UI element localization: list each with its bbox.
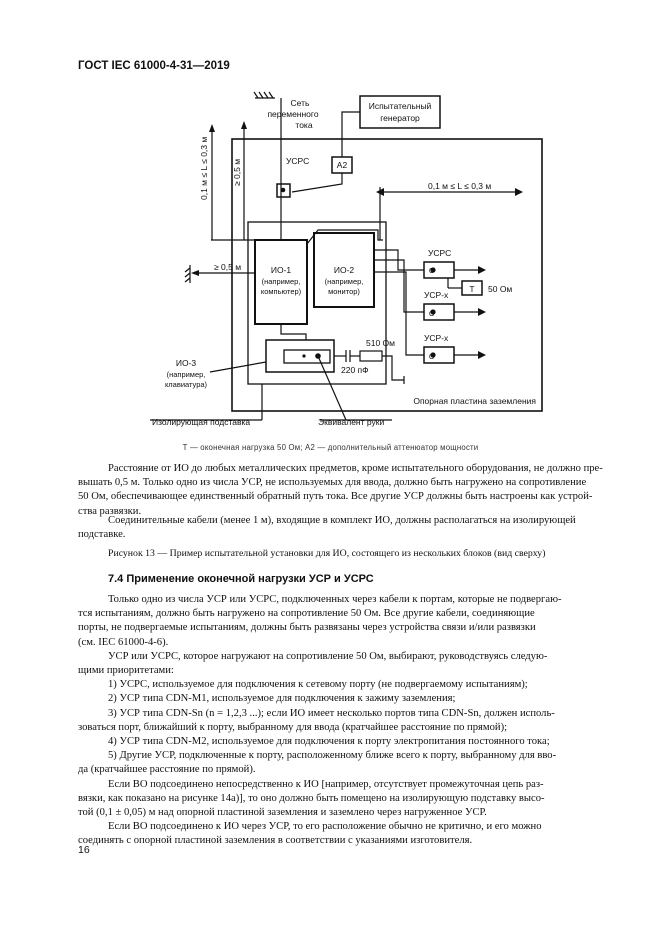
para1-line-4: ства развязки. (78, 505, 142, 517)
usr-x-label-2: УСР-х (424, 333, 449, 343)
o-label-1: O (429, 268, 435, 275)
body-line-3: порты, не подвергаемые испытаниям, должн… (78, 622, 536, 634)
eut1-label-1: ИО-1 (271, 265, 292, 275)
usr-x-label-1: УСР-х (424, 290, 449, 300)
generator-label-2: генератор (380, 113, 420, 123)
generator-label-1: Испытательный (369, 101, 432, 111)
eut2-label-2: (например, (325, 277, 364, 286)
network-label-2: переменного (267, 109, 318, 119)
capacitor-label: 220 пФ (341, 365, 369, 375)
ucrc-right-label: УСРС (428, 248, 451, 258)
o-label-3: O (429, 354, 435, 361)
body-line-16: той (0,1 ± 0,05) м над опорной пластиной… (78, 807, 487, 818)
section-title: 7.4 Применение оконечной нагрузки УСР и … (108, 573, 374, 585)
eut1-label-2: (например, (262, 277, 301, 286)
para2-line-1: Соединительные кабели (менее 1 м), входя… (108, 515, 576, 526)
o-label-2: O (429, 311, 435, 318)
para2-line-2: подставке. (78, 529, 126, 541)
body-line-12: 5) Другие УСР, подключенные к порту, рас… (108, 750, 557, 762)
body-line-10: зоваться порт, ближайший к порту, выбран… (78, 721, 508, 733)
dist-left: ≥ 0,5 м (214, 262, 241, 272)
eut1-label-3: компьютер) (261, 287, 302, 296)
eut2-label-1: ИО-2 (334, 265, 355, 275)
body-line-6: щими приоритетами: (78, 665, 174, 676)
figure-caption: Рисунок 13 — Пример испытательной устано… (108, 548, 546, 559)
body-line-1: Только одно из числа УСР или УСРС, подкл… (108, 594, 562, 605)
eut3-label-1: ИО-3 (176, 358, 197, 368)
page-header: ГОСТ IEC 61000-4-31—2019 (78, 60, 230, 72)
body-line-2: тся испытаниям, должно быть нагружено на… (78, 608, 535, 620)
dist-vertical-2: ≥ 0,5 м (232, 159, 242, 186)
body-line-17: Если ВО подсоединено к ИО через УСР, то … (108, 821, 542, 833)
para1-line-1: Расстояние от ИО до любых металлических … (108, 463, 603, 474)
body-line-13: да (кратчайшее расстояние по прямой). (78, 764, 256, 776)
figure-note: Т — оконечная нагрузка 50 Ом; А2 — допол… (182, 443, 479, 452)
ucrc-top-label: УСРС (286, 156, 309, 166)
network-label-3: тока (295, 120, 312, 130)
page-number: 16 (78, 844, 90, 856)
eut3-label-3: клавиатура) (165, 380, 208, 389)
body-line-9: 3) УСР типа CDN-Sn (n = 1,2,3 ...); если… (108, 707, 555, 719)
hand-equivalent-label: Эквивалент руки (318, 417, 384, 427)
eut2-label-3: монитор) (328, 287, 360, 296)
ground-plane-label: Опорная пластина заземления (413, 396, 536, 406)
dist-vertical-1: 0,1 м ≤ L ≤ 0,3 м (199, 137, 209, 200)
para1-line-3: 50 Ом, обеспечивающее единственный обрат… (78, 491, 593, 503)
body-line-5: УСР или УСРС, которое нагружают на сопро… (108, 650, 548, 662)
t-box-label: T (469, 284, 474, 294)
network-label-1: Сеть (291, 98, 310, 108)
insulating-support-label: Изолирующая подставка (152, 417, 250, 427)
para1-line-2: вышать 0,5 м. Только одно из числа УСР, … (78, 477, 587, 489)
body-line-4: (см. IEC 61000-4-6). (78, 636, 169, 648)
a2-label: А2 (337, 160, 348, 170)
body-line-18: соединять с опорной пластиной заземления… (78, 835, 473, 847)
body-line-11: 4) УСР типа CDN-M2, используемое для под… (108, 736, 550, 747)
body-line-8: 2) УСР типа CDN-M1, используемое для под… (108, 693, 456, 705)
dist-horizontal: 0,1 м ≤ L ≤ 0,3 м (428, 181, 491, 191)
body-line-14: Если ВО подсоединено непосредственно к И… (108, 778, 544, 790)
ohm50-label: 50 Ом (488, 284, 512, 294)
setup-diagram: Сеть переменного тока Испытательный гене… (150, 91, 543, 427)
body-line-7: 1) УСРС, используемое для подключения к … (108, 679, 528, 691)
eut3-label-2: (например, (167, 370, 206, 379)
body-line-15: вязки, как показано на рисунке 14а)], то… (78, 792, 545, 804)
resistor-label: 510 Ом (366, 338, 395, 348)
